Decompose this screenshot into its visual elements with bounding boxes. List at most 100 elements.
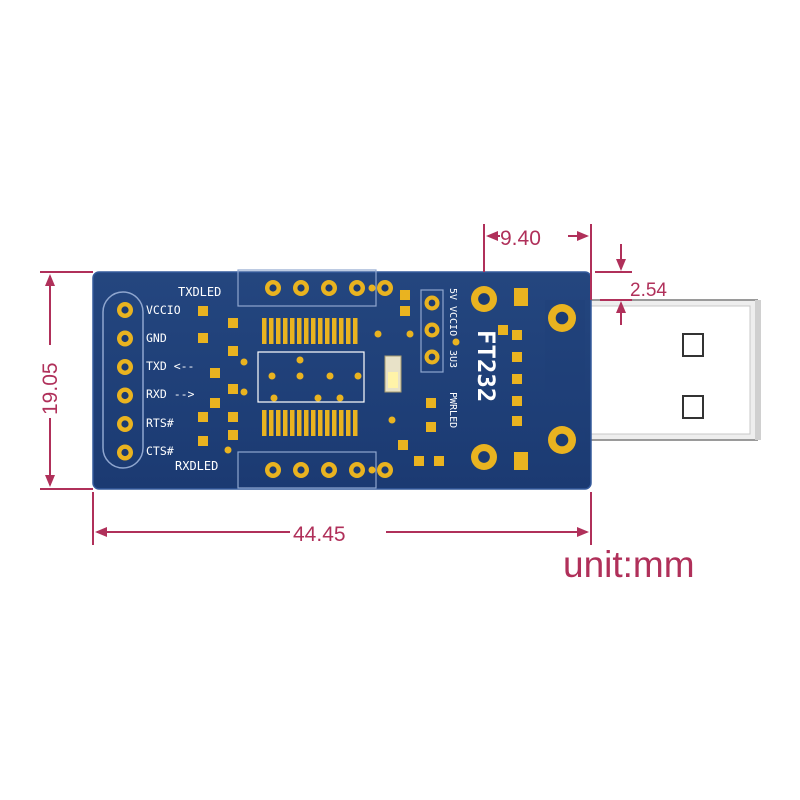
via	[374, 330, 382, 338]
ic-pad-bottom	[304, 410, 309, 436]
pin-label-rxd: RXD -->	[146, 387, 195, 401]
smd-pad	[198, 412, 208, 422]
pwr-led-label: PWRLED	[447, 392, 458, 428]
ic-pad-bottom	[325, 410, 330, 436]
top-led-label: TXDLED	[178, 285, 221, 299]
top-header-outline	[237, 269, 377, 307]
ic-pad-top	[297, 318, 302, 344]
smd-pad	[498, 325, 508, 335]
smd-pad	[400, 306, 410, 316]
ic-pad-top	[311, 318, 316, 344]
usb-mount-hole-drill	[555, 433, 569, 447]
ic-pad-bottom	[290, 410, 295, 436]
ic-pad-bottom	[276, 410, 281, 436]
ic-pad-top	[346, 318, 351, 344]
pin-label-vccio: VCCIO	[146, 303, 181, 317]
smd-pad	[228, 346, 238, 356]
left-header-pin-drill	[121, 420, 129, 428]
top-header-pin-drill	[325, 284, 333, 292]
via	[406, 330, 414, 338]
smd-pad	[512, 416, 522, 426]
chip-outline	[257, 351, 365, 403]
smd-pad	[210, 368, 220, 378]
via	[240, 388, 248, 396]
ic-pad-top	[262, 318, 267, 344]
ic-pad-top	[269, 318, 274, 344]
ic-pad-bottom	[346, 410, 351, 436]
ic-pad-bottom	[339, 410, 344, 436]
dimension-lines	[40, 224, 632, 545]
via	[296, 356, 304, 364]
via	[314, 394, 322, 402]
top-header-pin-drill	[381, 284, 389, 292]
via	[326, 372, 334, 380]
ic-pad-bottom	[269, 410, 274, 436]
ic-pad-bottom	[353, 410, 358, 436]
mounting-hole-drill	[478, 451, 490, 463]
smd-pad	[512, 330, 522, 340]
smd-pad	[210, 398, 220, 408]
jumper-pin-drill	[428, 326, 436, 334]
via	[336, 394, 344, 402]
usb-window-top	[682, 333, 704, 357]
jumper-label-5v: 5V	[447, 288, 458, 300]
ic-pad-bottom	[332, 410, 337, 436]
bottom-led-label: RXDLED	[175, 459, 218, 473]
ic-pad-top	[332, 318, 337, 344]
smd-pad	[512, 374, 522, 384]
chip-label: FT232	[472, 330, 500, 402]
pin-label-txd: TXD <--	[146, 359, 194, 373]
smd-pad	[198, 436, 208, 446]
via	[240, 358, 248, 366]
smd-pad	[414, 456, 424, 466]
jumper-label-vccio: VCCIO	[447, 306, 458, 336]
pin-label-cts: CTS#	[146, 444, 174, 458]
via	[296, 372, 304, 380]
left-pin-labels: VCCIO GND TXD <-- RXD --> RTS# CTS#	[146, 303, 195, 458]
via	[268, 372, 276, 380]
top-header-pin-drill	[297, 284, 305, 292]
height-dimension-group: 19.05	[39, 362, 62, 415]
left-header-pin-drill	[121, 363, 129, 371]
jumper-pin-drill	[428, 299, 436, 307]
ic-pad-top	[304, 318, 309, 344]
smd-pad	[426, 422, 436, 432]
usb-mount-hole-drill	[555, 311, 569, 325]
smd-pad	[434, 456, 444, 466]
ic-pad-bottom	[262, 410, 267, 436]
vias-layer	[224, 284, 460, 474]
unit-label: unit:mm	[563, 544, 695, 585]
ic-pad-top	[353, 318, 358, 344]
left-header-pin-drill	[121, 391, 129, 400]
jumper-outline	[420, 289, 444, 373]
bottom-header-pin-drill	[269, 466, 277, 474]
chip-label-group: FT232	[472, 330, 500, 402]
ic-pad-bottom	[318, 410, 323, 436]
bottom-header-pin-drill	[325, 466, 333, 474]
left-header-pin-drill	[121, 306, 129, 314]
height-dimension: 19.05	[39, 362, 62, 415]
ic-pad-top	[339, 318, 344, 344]
smd-pad	[398, 440, 408, 450]
ic-pad-bottom	[311, 410, 316, 436]
usb-offset-dimension: 2.54	[630, 280, 667, 301]
usb-window-bottom	[682, 395, 704, 419]
ic-pad-bottom	[283, 410, 288, 436]
usb-pad	[514, 452, 528, 470]
ic-pad-top	[318, 318, 323, 344]
via	[452, 338, 460, 346]
smd-pad	[198, 306, 208, 316]
mounting-hole-drill	[478, 293, 490, 305]
pin-label-rts: RTS#	[146, 416, 174, 430]
smd-pad	[426, 398, 436, 408]
left-header-pin-drill	[121, 448, 129, 457]
via	[368, 466, 376, 474]
bottom-header-pin-drill	[297, 466, 305, 474]
left-header-pin-drill	[121, 334, 129, 343]
jumper-label-3v3: 3U3	[447, 350, 458, 368]
smd-pad	[512, 352, 522, 362]
jumper-labels: 5V VCCIO 3U3 PWRLED	[447, 288, 458, 428]
smd-pad	[228, 384, 238, 394]
via	[354, 372, 362, 380]
